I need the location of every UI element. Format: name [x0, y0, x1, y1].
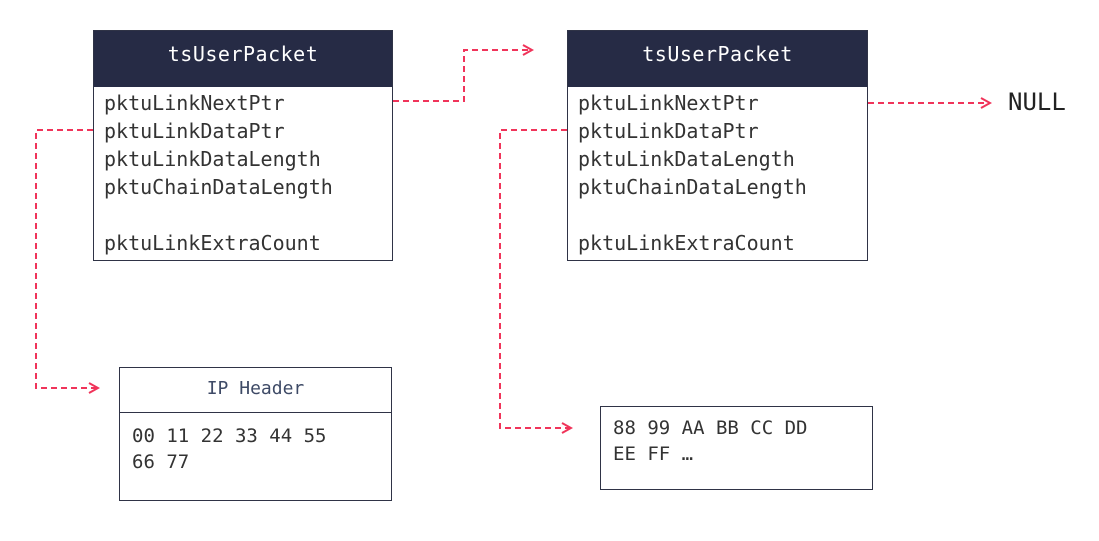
struct-title: tsUserPacket — [568, 31, 867, 87]
field-extra-count: pktuLinkExtraCount — [578, 231, 795, 255]
user-packet-2: tsUserPacket pktuLinkNextPtr pktuLinkDat… — [567, 30, 868, 261]
arrow-data-ptr-2 — [499, 129, 571, 428]
field-next-ptr: pktuLinkNextPtr — [578, 91, 759, 115]
buffer-title: IP Header — [120, 368, 391, 413]
struct-title: tsUserPacket — [94, 31, 392, 87]
buffer-bytes: 88 99 AA BB CC DD EE FF … — [601, 407, 872, 467]
arrow-data-ptr-1 — [35, 129, 98, 388]
null-label: NULL — [1008, 88, 1066, 116]
field-data-ptr: pktuLinkDataPtr — [578, 119, 759, 143]
field-data-length: pktuLinkDataLength — [104, 147, 321, 171]
byte-line: EE FF … — [613, 443, 694, 465]
arrow-next-ptr-1 — [393, 50, 532, 102]
data-buffer: 88 99 AA BB CC DD EE FF … — [600, 406, 873, 490]
user-packet-1: tsUserPacket pktuLinkNextPtr pktuLinkDat… — [93, 30, 393, 261]
field-list: pktuLinkNextPtr pktuLinkDataPtr pktuLink… — [568, 87, 867, 257]
buffer-bytes: 00 11 22 33 44 55 66 77 — [120, 413, 391, 475]
field-next-ptr: pktuLinkNextPtr — [104, 91, 285, 115]
field-chain-data-length: pktuChainDataLength — [104, 175, 333, 199]
field-data-ptr: pktuLinkDataPtr — [104, 119, 285, 143]
field-data-length: pktuLinkDataLength — [578, 147, 795, 171]
ip-header-buffer: IP Header 00 11 22 33 44 55 66 77 — [119, 367, 392, 501]
field-extra-count: pktuLinkExtraCount — [104, 231, 321, 255]
field-chain-data-length: pktuChainDataLength — [578, 175, 807, 199]
byte-line: 88 99 AA BB CC DD — [613, 417, 808, 439]
byte-line: 00 11 22 33 44 55 — [132, 425, 327, 447]
byte-line: 66 77 — [132, 451, 190, 473]
field-list: pktuLinkNextPtr pktuLinkDataPtr pktuLink… — [94, 87, 392, 257]
